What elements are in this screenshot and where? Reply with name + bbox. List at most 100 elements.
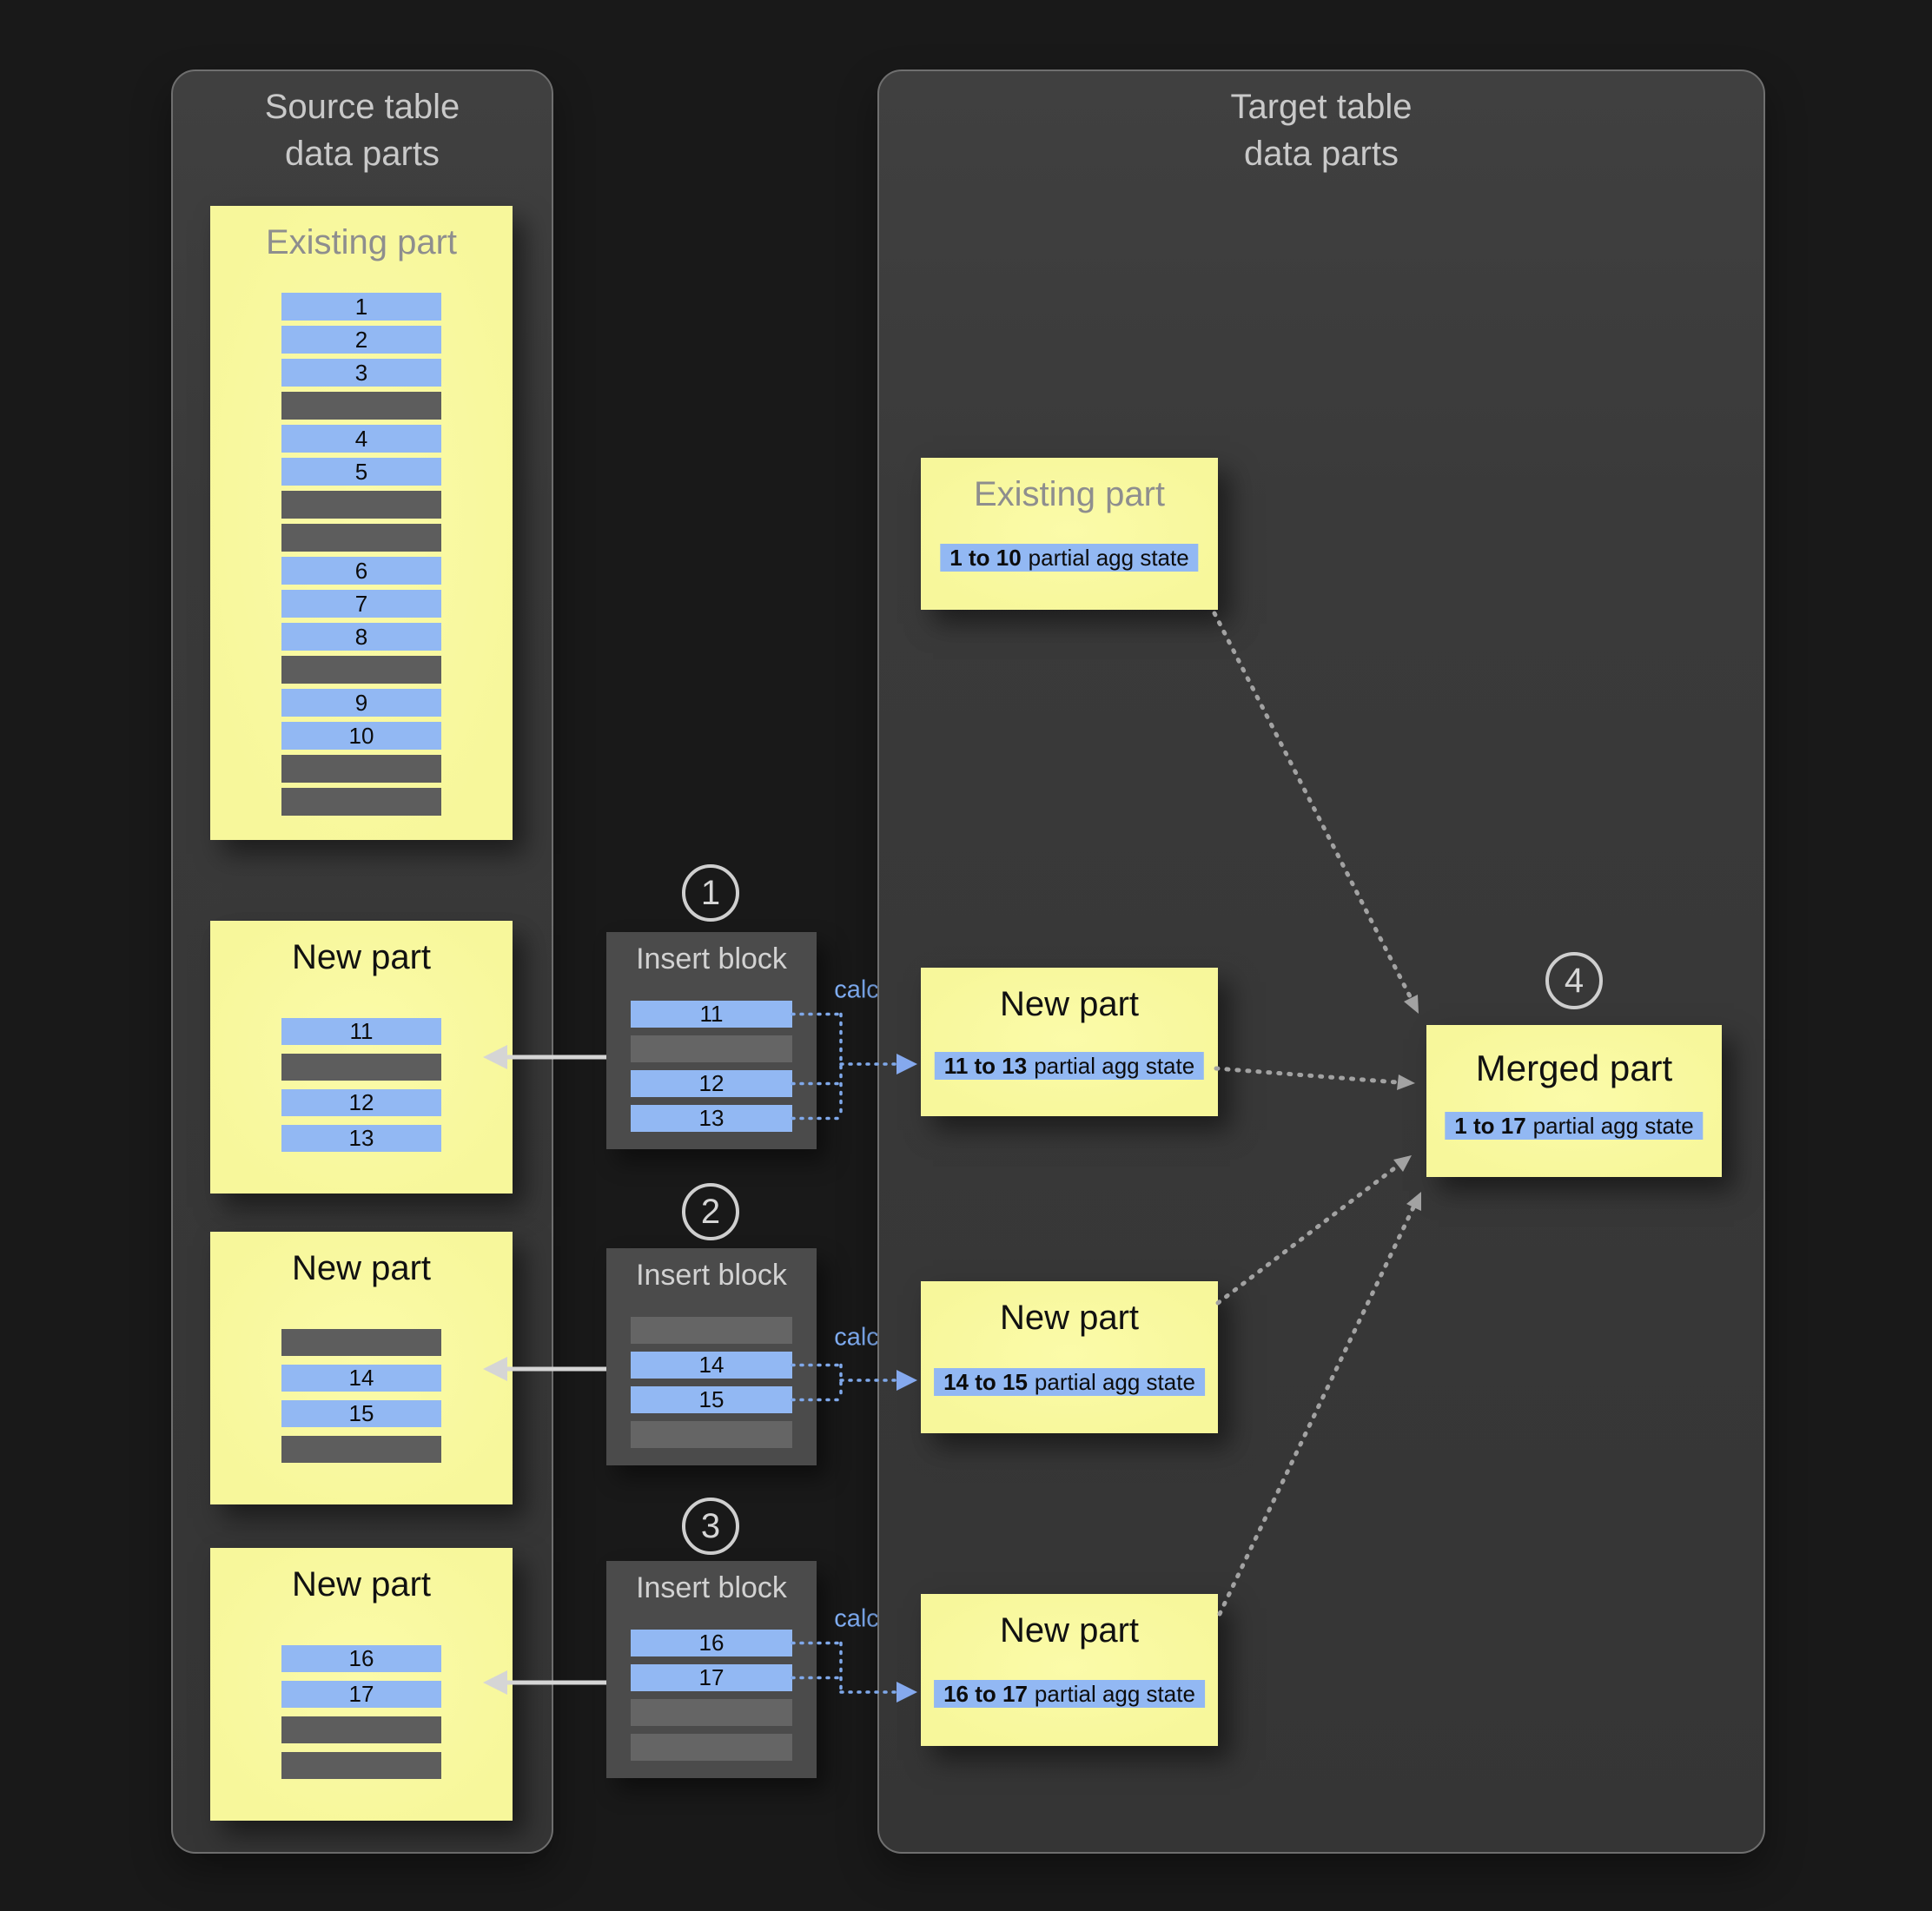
data-row: 5 — [281, 458, 441, 486]
agg-text: partial agg state — [1034, 1052, 1195, 1079]
source-new-part-1-rows: 11 12 13 — [281, 1018, 441, 1160]
agg-range: 1 to 10 — [949, 544, 1022, 571]
empty-row — [631, 1421, 792, 1448]
target-existing-part-title: Existing part — [973, 475, 1166, 513]
data-row: 13 — [631, 1105, 792, 1132]
empty-row — [631, 1734, 792, 1761]
empty-row — [631, 1699, 792, 1726]
empty-row — [281, 755, 441, 783]
data-row: 2 — [281, 326, 441, 354]
data-row: 4 — [281, 425, 441, 453]
data-row: 15 — [631, 1386, 792, 1413]
source-new-part-3-title: New part — [291, 1565, 432, 1604]
data-row: 6 — [281, 557, 441, 585]
insert-block-1-title: Insert block — [636, 942, 787, 975]
agg-range: 1 to 17 — [1454, 1112, 1526, 1139]
agg-text: partial agg state — [1034, 1680, 1195, 1707]
source-new-part-2-title: New part — [291, 1249, 432, 1287]
data-row: 17 — [631, 1664, 792, 1691]
empty-row — [281, 1716, 441, 1743]
insert-block-2-title: Insert block — [636, 1259, 787, 1292]
target-new-part-1-title: New part — [999, 985, 1140, 1023]
agg-range: 14 to 15 — [943, 1368, 1028, 1395]
data-row: 11 — [281, 1018, 441, 1045]
step-2-circle-icon: 2 — [682, 1183, 739, 1240]
empty-row — [281, 1054, 441, 1081]
empty-row — [281, 656, 441, 684]
data-row: 10 — [281, 722, 441, 750]
empty-row — [281, 392, 441, 420]
step-4-number: 4 — [1564, 961, 1585, 1000]
step-2-number: 2 — [700, 1192, 721, 1231]
source-panel-title: Source table data parts — [173, 83, 552, 177]
calc-label-2: calc — [834, 1323, 879, 1352]
source-new-part-1-title: New part — [291, 938, 432, 976]
target-panel-title: Target table data parts — [879, 83, 1763, 177]
data-row: 3 — [281, 359, 441, 387]
target-panel: Target table data parts Existing part 1 … — [877, 69, 1765, 1854]
data-row: 14 — [281, 1365, 441, 1392]
data-row: 14 — [631, 1352, 792, 1379]
target-new-part-2-title: New part — [999, 1299, 1140, 1337]
empty-row — [631, 1317, 792, 1344]
source-panel-title-line1: Source table — [264, 88, 460, 126]
step-1-number: 1 — [700, 873, 721, 912]
data-row: 12 — [281, 1089, 441, 1116]
data-row: 13 — [281, 1125, 441, 1152]
data-row: 1 — [281, 293, 441, 321]
agg-text: partial agg state — [1034, 1368, 1195, 1395]
data-row: 15 — [281, 1400, 441, 1427]
target-new-part-3-title: New part — [999, 1611, 1140, 1650]
data-row: 9 — [281, 689, 441, 717]
agg-range: 16 to 17 — [943, 1680, 1028, 1707]
empty-row — [281, 1436, 441, 1463]
data-row: 17 — [281, 1681, 441, 1708]
merged-part-title: Merged part — [1475, 1048, 1673, 1088]
agg-text: partial agg state — [1532, 1112, 1694, 1139]
agg-text: partial agg state — [1028, 544, 1189, 571]
calc-label-3: calc — [834, 1604, 879, 1633]
empty-row — [281, 491, 441, 519]
empty-row — [281, 1752, 441, 1779]
empty-row — [631, 1035, 792, 1062]
empty-row — [281, 1329, 441, 1356]
step-3-number: 3 — [700, 1506, 721, 1545]
data-row: 16 — [631, 1630, 792, 1656]
step-3-circle-icon: 3 — [682, 1498, 739, 1555]
insert-block-3-title: Insert block — [636, 1571, 787, 1604]
step-1-circle-icon: 1 — [682, 864, 739, 922]
source-existing-part-title: Existing part — [265, 223, 458, 261]
data-row: 16 — [281, 1645, 441, 1672]
empty-row — [281, 524, 441, 552]
source-new-part-1: New part 11 12 13 — [210, 921, 513, 1194]
data-row: 12 — [631, 1070, 792, 1097]
data-row: 8 — [281, 623, 441, 651]
target-panel-title-line2: data parts — [1244, 135, 1399, 173]
calc-label-1: calc — [834, 975, 879, 1004]
source-panel-title-line2: data parts — [285, 135, 440, 173]
